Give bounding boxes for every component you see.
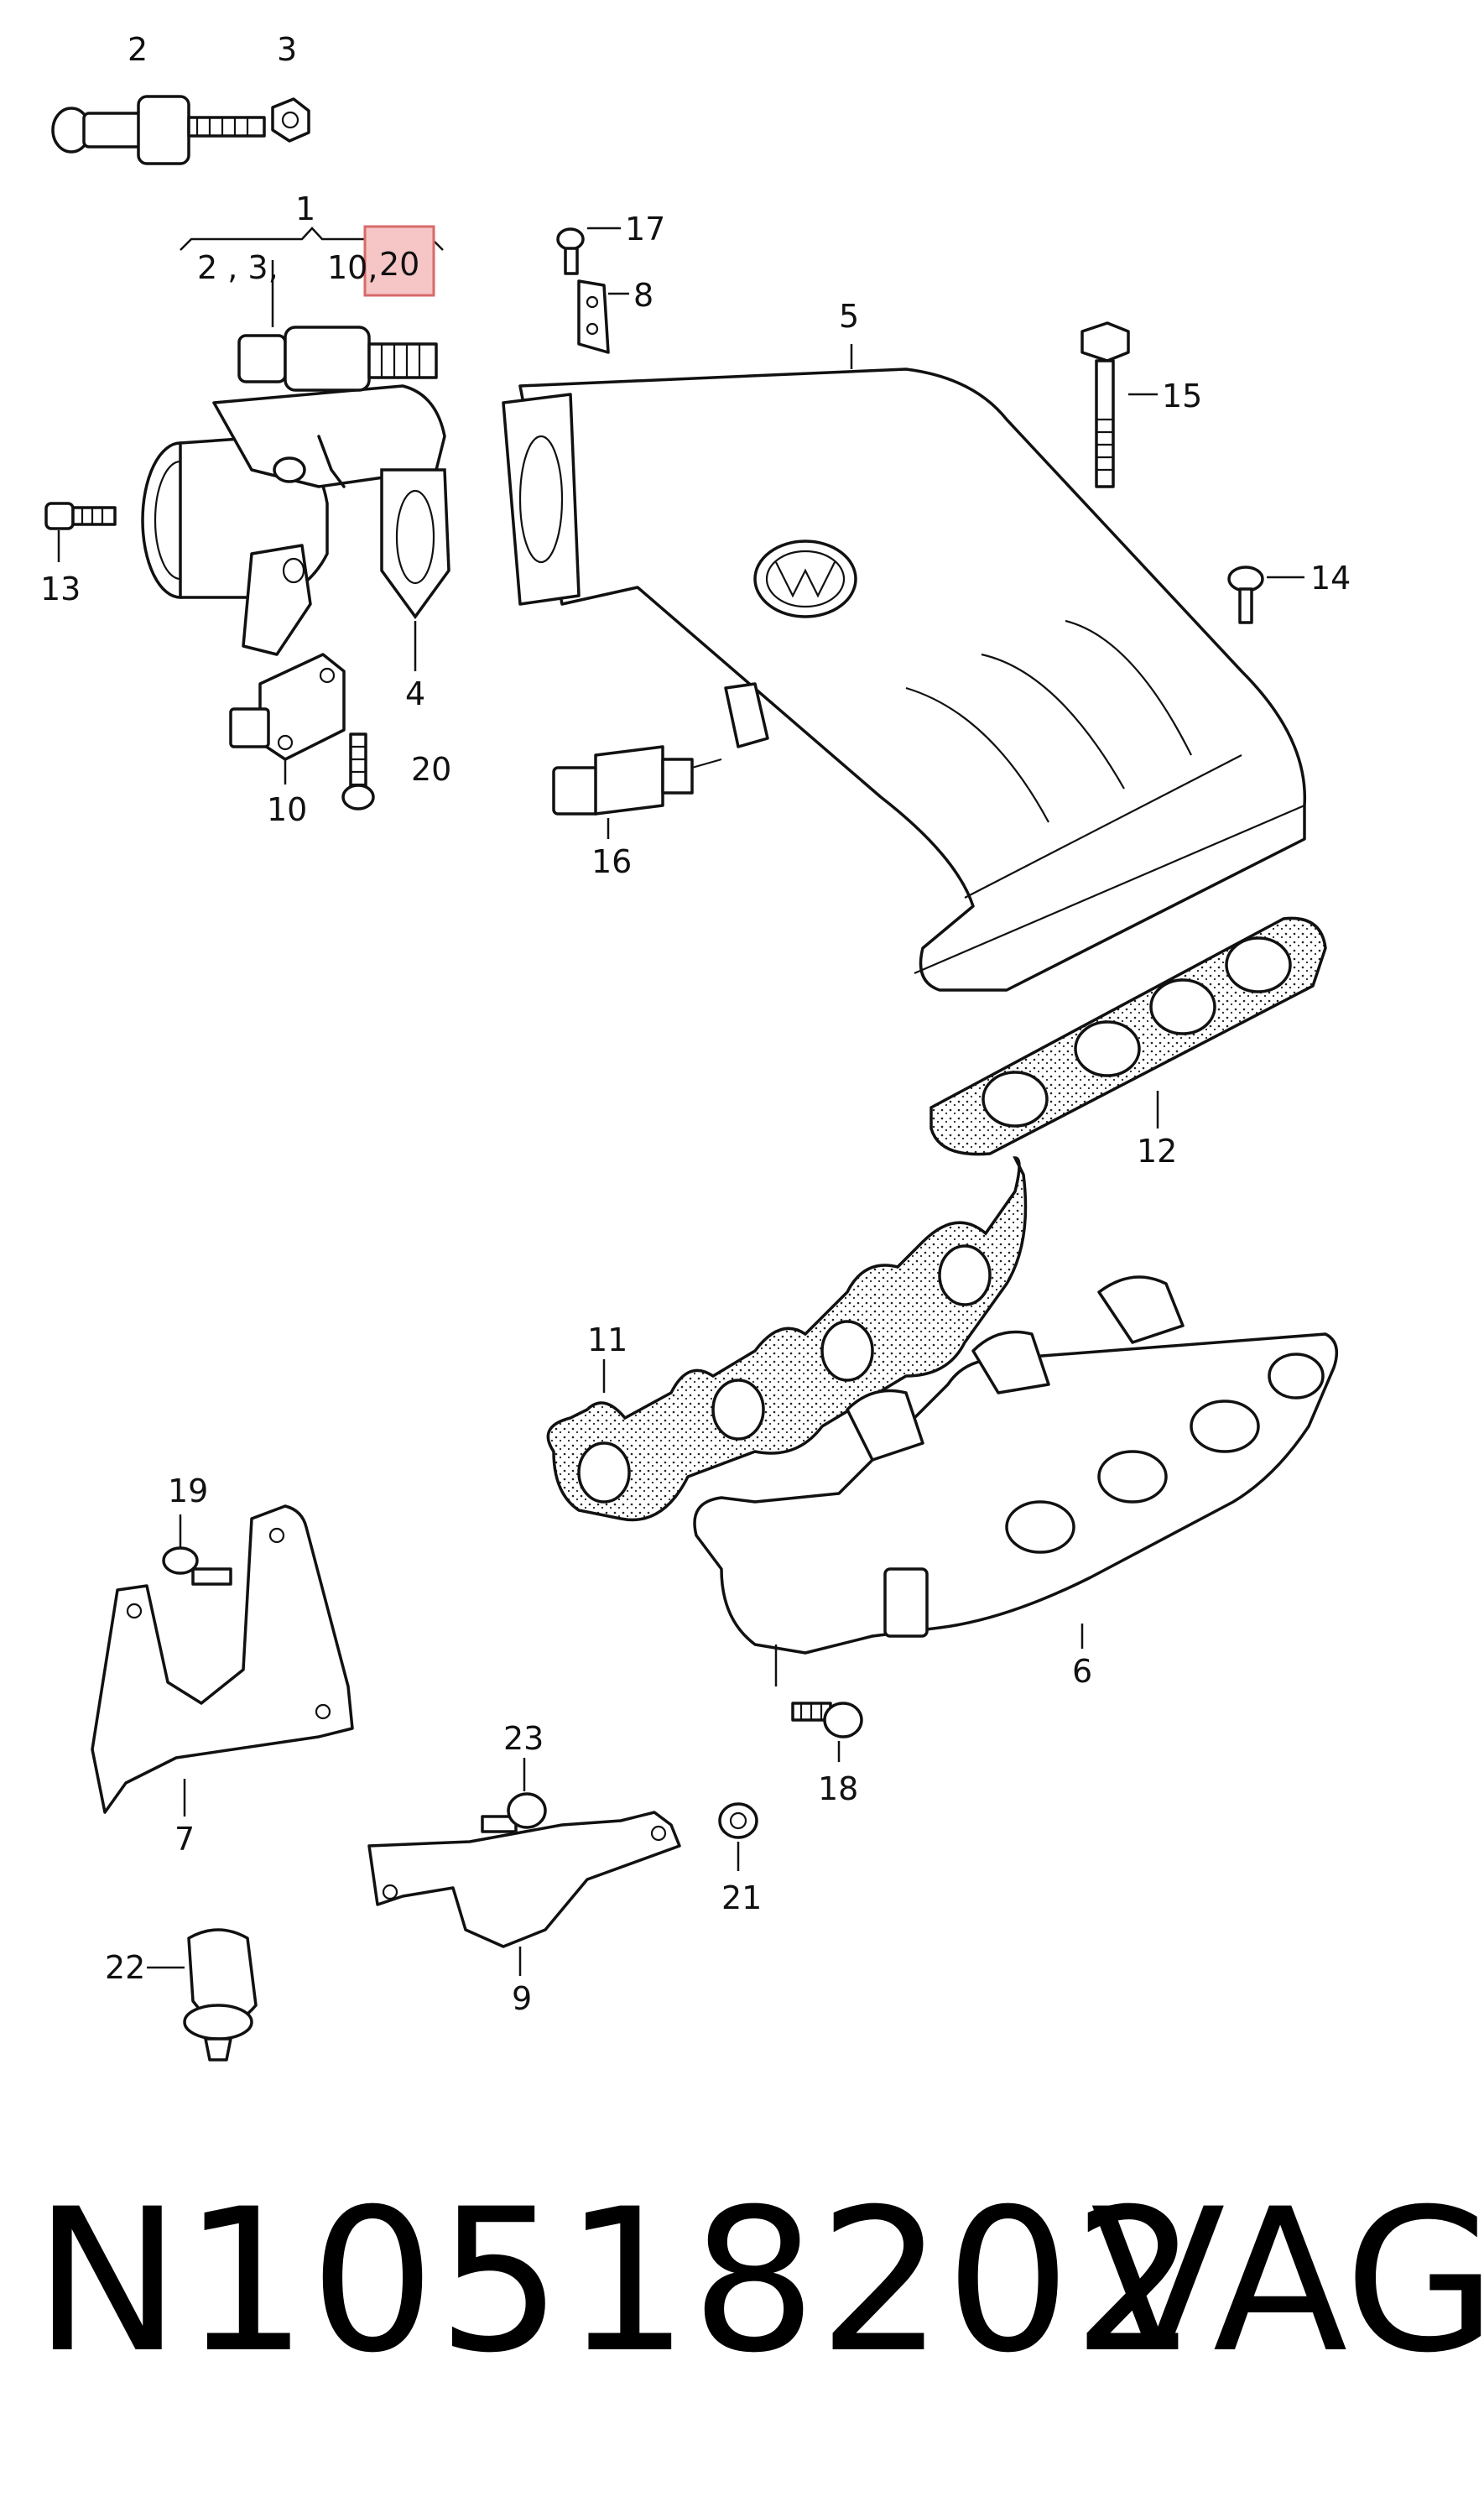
- part-6-exhaust-manifold: [693, 1275, 1339, 1655]
- part-17-bolt: [556, 227, 621, 275]
- callout-22: 22: [105, 1949, 145, 1986]
- callout-14: 14: [1310, 560, 1351, 597]
- part-12-gasket: [929, 916, 1327, 1156]
- part-10-sensor: [229, 653, 346, 784]
- part-16-sensor: [552, 682, 769, 839]
- callout-8: 8: [633, 277, 653, 314]
- part-19-bolt: [162, 1514, 232, 1586]
- callout-23: 23: [503, 1720, 544, 1757]
- part-number: N10518202: [34, 2167, 1200, 2396]
- callout-10: 10: [267, 791, 307, 828]
- part-8-bracket: [577, 279, 629, 354]
- part-3-nut: [271, 97, 310, 143]
- group-item-10: 10,: [327, 249, 378, 286]
- part-2-fitting: [51, 95, 266, 165]
- part-7-heat-shield: [91, 1504, 354, 1817]
- highlight-box-20: [363, 225, 435, 297]
- part-13-bolt: [44, 502, 117, 562]
- group-item-20: 20: [379, 246, 419, 283]
- part-23-bolt: [481, 1758, 547, 1833]
- callout-2: 2: [128, 31, 148, 68]
- throttle-body: [141, 326, 446, 656]
- callout-12: 12: [1137, 1133, 1177, 1170]
- callout-11: 11: [587, 1321, 627, 1358]
- callout-1: 1: [295, 190, 315, 227]
- callout-6: 6: [1072, 1653, 1092, 1690]
- callout-20: 20: [411, 751, 451, 788]
- brand-label: VAG: [1091, 2167, 1484, 2396]
- exploded-parts-diagram: 2 3 1 2 , 3, 10, 20 17 8 5 15 13 14 4 20…: [40, 31, 1351, 2062]
- callout-16: 16: [591, 843, 632, 880]
- callout-13: 13: [40, 571, 81, 607]
- callout-4: 4: [405, 675, 425, 712]
- part-18-bolt: [774, 1645, 863, 1762]
- callout-9: 9: [512, 1980, 532, 2017]
- part-5-intake-manifold: [502, 344, 1307, 992]
- part-14-screw: [1227, 566, 1304, 624]
- part-9-bracket: [367, 1811, 681, 1976]
- callout-19: 19: [168, 1473, 208, 1509]
- group-items-2-3: 2 , 3,: [197, 249, 279, 286]
- callout-18: 18: [818, 1770, 858, 1807]
- part-15-bolt: [1080, 321, 1158, 488]
- callout-3: 3: [277, 31, 297, 68]
- callout-21: 21: [721, 1879, 762, 1916]
- part-20-screw: [341, 732, 375, 811]
- part-4-gasket: [380, 468, 450, 671]
- callout-17: 17: [625, 211, 665, 248]
- part-22-clip: [147, 1928, 258, 2062]
- callout-15: 15: [1162, 378, 1202, 414]
- part-21-nut: [718, 1802, 758, 1871]
- part-11-gasket: [546, 1156, 1028, 1522]
- callout-5: 5: [839, 298, 859, 335]
- callout-7: 7: [174, 1821, 195, 1858]
